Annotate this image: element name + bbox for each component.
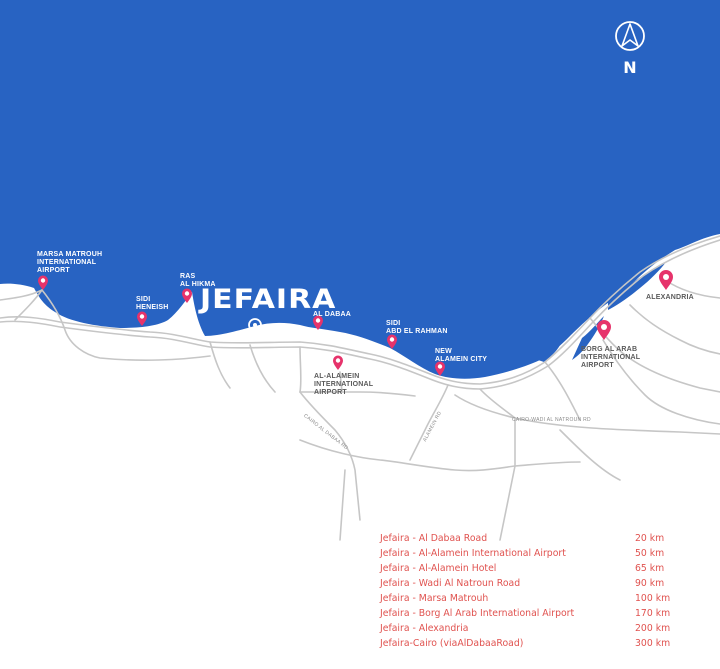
compass-north-icon [615,21,645,51]
map-marker-al-alamein-airport[interactable] [333,355,343,371]
distance-name: Jefaira - Al-Alamein International Airpo… [380,548,566,559]
lagoon-2 [572,316,604,360]
map-marker-alexandria[interactable] [659,270,673,290]
distance-row: Jefaira - Al-Alamein Hotel 65 km [380,561,680,576]
distance-name: Jefaira-Cairo (viaAlDabaaRoad) [380,638,524,649]
distance-row: Jefaira-Cairo (viaAlDabaaRoad) 300 km [380,636,680,651]
distance-name: Jefaira - Al-Alamein Hotel [380,563,497,574]
distance-row: Jefaira - Marsa Matrouh 100 km [380,591,680,606]
lake-mariout [538,340,562,362]
road-label-cairo-wadi: CAIRO-WADI AL NATROUN RD [512,417,591,423]
brand-logo-text: JEFAIRA [200,284,337,315]
map-marker-borg-al-arab[interactable] [597,320,611,340]
distance-value: 65 km [635,563,665,574]
distance-value: 300 km [635,638,671,649]
distance-name: Jefaira - Marsa Matrouh [380,593,489,604]
distance-row: Jefaira - Wadi Al Natroun Road 90 km [380,576,680,591]
distance-row: Jefaira - Al Dabaa Road 20 km [380,531,680,546]
distance-value: 20 km [635,533,665,544]
distance-value: 50 km [635,548,665,559]
compass-letter: N [623,58,637,77]
distance-value: 200 km [635,623,671,634]
label-alexandria: ALEXANDRIA [646,294,694,301]
lagoon [608,262,666,310]
distance-row: Jefaira - Alexandria 200 km [380,621,680,636]
distance-name: Jefaira - Alexandria [380,623,469,634]
distance-row: Jefaira - Borg Al Arab International Air… [380,606,680,621]
map-marker-jefaira[interactable] [248,318,262,338]
road-network [0,235,720,541]
distance-value: 90 km [635,578,665,589]
label-al-dabaa: AL DABAA [313,311,352,318]
distance-value: 170 km [635,608,671,619]
distance-name: Jefaira - Al Dabaa Road [380,533,488,544]
distance-value: 100 km [635,593,671,604]
distance-list: Jefaira - Al Dabaa Road 20 km Jefaira - A… [380,531,680,651]
distance-row: Jefaira - Al-Alamein International Airpo… [380,546,680,561]
sea-area [0,0,720,379]
distance-name: Jefaira - Borg Al Arab International Air… [380,608,575,619]
distance-name: Jefaira - Wadi Al Natroun Road [380,578,521,589]
